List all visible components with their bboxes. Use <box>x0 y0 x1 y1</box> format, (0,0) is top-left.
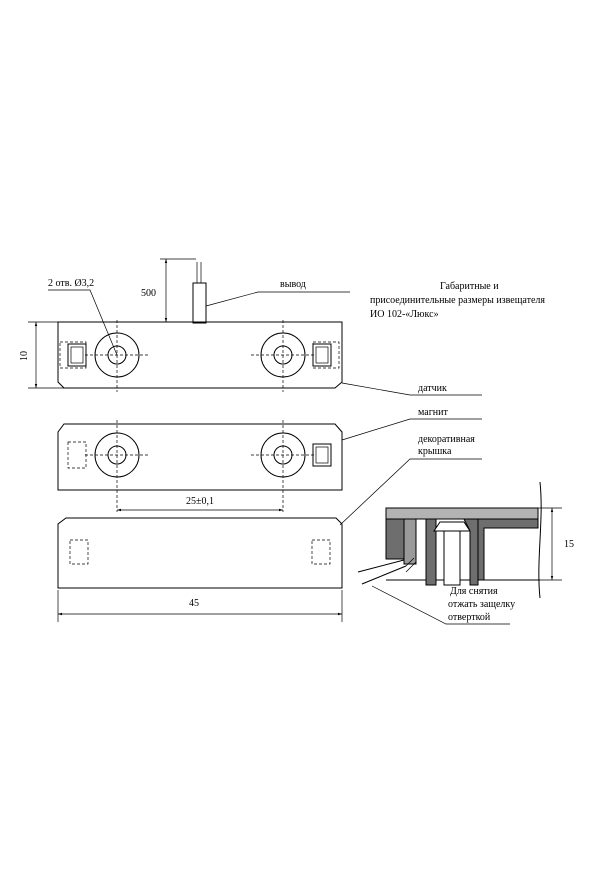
magnet-body <box>57 423 343 491</box>
label-removal-line-2: отжать защелку <box>448 599 515 610</box>
dim-holes: 2 отв. Ø3,2 <box>48 278 94 289</box>
cross-section <box>385 481 542 599</box>
cover-body <box>57 517 343 589</box>
sensor-view <box>57 262 343 392</box>
label-cover-line-2: крышка <box>418 446 452 457</box>
label-removal-line-1: Для снятия <box>450 586 498 597</box>
dim-hole-spacing: 25±0,1 <box>186 496 214 507</box>
title-line-2: присоединительные размеры извещателя <box>370 295 545 306</box>
sensor-body <box>57 321 343 389</box>
title-line-1: Габаритные и <box>440 281 499 292</box>
label-magnet: магнит <box>418 407 449 418</box>
lead-sleeve <box>192 282 207 324</box>
dim-height: 10 <box>19 351 30 361</box>
label-cover-line-1: декоративная <box>418 434 475 445</box>
dim-lead-length: 500 <box>141 288 156 299</box>
cover-view <box>57 517 343 589</box>
label-sensor: датчик <box>418 383 447 394</box>
dim-length: 45 <box>189 598 199 609</box>
label-lead: вывод <box>280 279 306 290</box>
section-cover <box>385 507 539 520</box>
dim-section-height: 15 <box>564 539 574 550</box>
magnet-view <box>57 420 343 512</box>
title-line-3: ИО 102-«Люкс» <box>370 309 439 320</box>
label-removal-line-3: отверткой <box>448 612 491 623</box>
